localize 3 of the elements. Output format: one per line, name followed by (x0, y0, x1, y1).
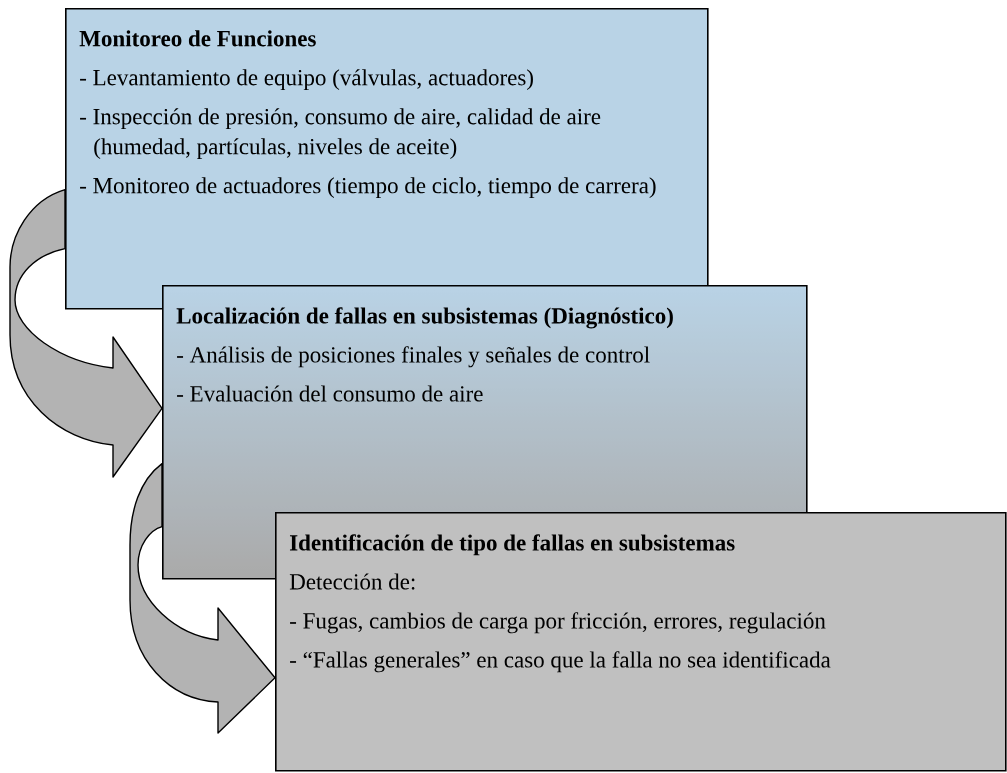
process-box: Identificación de tipo de fallas en subsistemas Detección de: - Fugas, cambios de carga por fricción, errores, regulación - “Fallas generales” en caso que la falla no sea identificada (275, 512, 1007, 772)
curved-arrow (9, 188, 163, 478)
curved-arrow (129, 462, 276, 734)
